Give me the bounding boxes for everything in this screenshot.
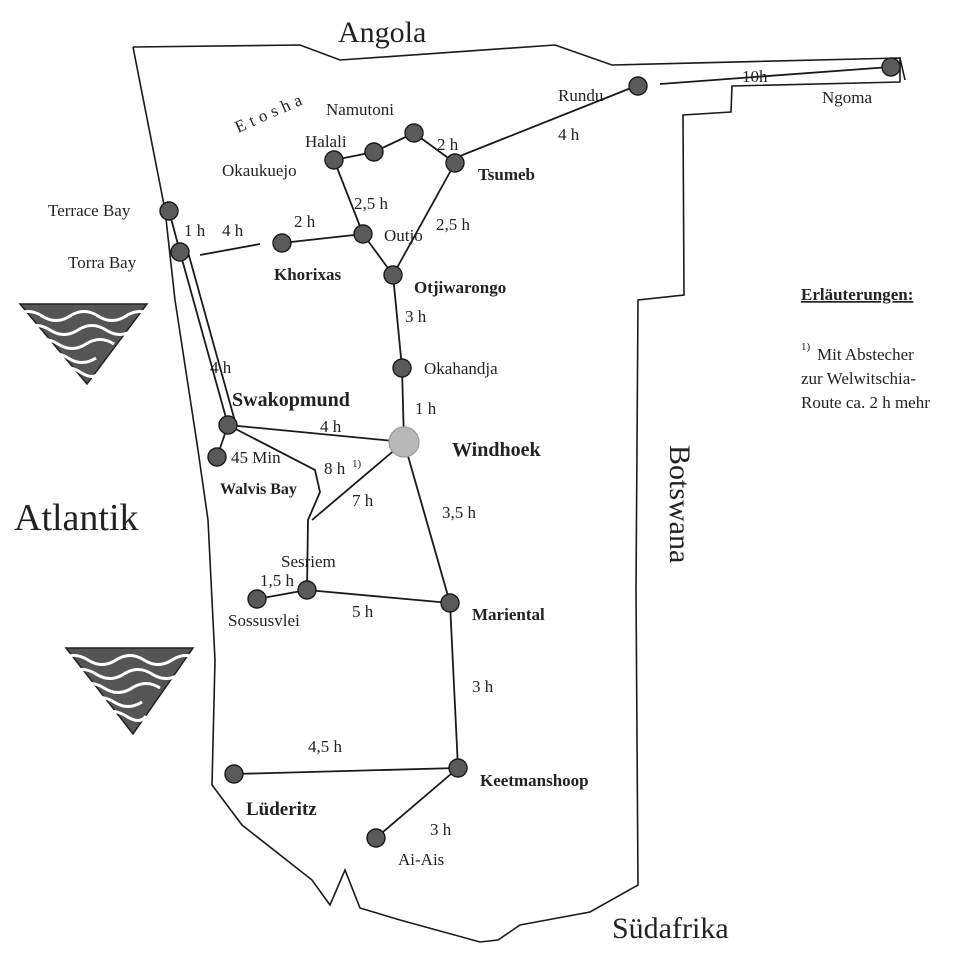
marker-tsumeb[interactable] xyxy=(445,153,465,173)
road-windhoek-sesriem xyxy=(311,441,405,521)
time-swakopmund-windhoek: 4 h xyxy=(320,417,342,436)
marker-okahandja[interactable] xyxy=(392,358,412,378)
time-torra-swakopmund: 4 h xyxy=(210,358,232,377)
legend: Erläuterungen: 1) Mit Abstecher zur Welw… xyxy=(801,285,930,412)
marker-walvis-bay[interactable] xyxy=(207,447,227,467)
time-walvis-sesriem-note: 1) xyxy=(352,458,362,470)
region-label-etosha: Etosha xyxy=(232,88,309,136)
legend-line-2: zur Welwitschia- xyxy=(801,369,916,388)
legend-line-1: Mit Abstecher xyxy=(817,345,914,364)
town-label-sossusvlei: Sossusvlei xyxy=(228,611,300,630)
road-tsumeb-rundu xyxy=(454,85,637,159)
road-torra-khorixas xyxy=(199,243,261,256)
ngoma-border-tick xyxy=(899,57,906,81)
marker-khorixas[interactable] xyxy=(272,233,292,253)
time-luederitz-keetmanshoop: 4,5 h xyxy=(308,737,343,756)
road-okaukuejo-outjo xyxy=(333,159,364,235)
time-khorixas-outjo: 2 h xyxy=(294,212,316,231)
marker-halali[interactable] xyxy=(364,142,384,162)
town-label-terrace-bay: Terrace Bay xyxy=(48,201,131,220)
marker-sesriem[interactable] xyxy=(297,580,317,600)
ocean-wave-icon xyxy=(59,647,201,736)
marker-terrace-bay[interactable] xyxy=(159,201,179,221)
town-label-okahandja: Okahandja xyxy=(424,359,498,378)
town-label-windhoek: Windhoek xyxy=(452,439,541,461)
time-swakopmund-walvis: 45 Min xyxy=(231,448,281,467)
marker-namutoni[interactable] xyxy=(404,123,424,143)
marker-outjo[interactable] xyxy=(353,224,373,244)
time-okahandja-windhoek: 1 h xyxy=(415,399,437,418)
road-walvis-sesriem xyxy=(227,424,321,591)
time-walvis-sesriem: 8 h xyxy=(324,459,346,478)
town-label-swakopmund: Swakopmund xyxy=(232,389,350,411)
town-label-keetmanshoop: Keetmanshoop xyxy=(480,771,589,790)
time-windhoek-mariental: 3,5 h xyxy=(442,503,477,522)
time-sesriem-mariental: 5 h xyxy=(352,602,374,621)
time-namutoni-tsumeb: 2 h xyxy=(437,135,459,154)
town-label-okaukuejo: Okaukuejo xyxy=(222,161,297,180)
legend-line-3: Route ca. 2 h mehr xyxy=(801,393,930,412)
time-otjiwarongo-okahandja: 3 h xyxy=(405,307,427,326)
road-torra-swakopmund-a xyxy=(179,251,229,426)
town-label-outjo: Outjo xyxy=(384,226,423,245)
road-luederitz-keetmanshoop xyxy=(233,767,459,775)
road-tsumeb-otjiwarongo xyxy=(392,162,456,276)
road-keetmanshoop-aiais xyxy=(375,767,459,839)
time-sesriem-sossusvlei: 1,5 h xyxy=(260,571,295,590)
legend-title: Erläuterungen: xyxy=(801,285,913,304)
legend-note-mark: 1) xyxy=(801,341,811,353)
ocean-wave-icon xyxy=(13,303,155,386)
marker-ai-ais[interactable] xyxy=(366,828,386,848)
road-sesriem-mariental xyxy=(306,589,451,604)
road-rundu-ngoma xyxy=(659,66,891,85)
time-mariental-keetmanshoop: 3 h xyxy=(472,677,494,696)
town-label-ai-ais: Ai-Ais xyxy=(398,850,444,869)
road-mariental-keetmanshoop xyxy=(449,602,459,769)
time-okaukuejo-outjo: 2,5 h xyxy=(354,194,389,213)
town-label-torra-bay: Torra Bay xyxy=(68,253,137,272)
ocean-label-atlantik: Atlantik xyxy=(14,497,139,539)
town-label-halali: Halali xyxy=(305,132,347,151)
town-label-tsumeb: Tsumeb xyxy=(478,165,535,184)
time-windhoek-sesriem: 7 h xyxy=(352,491,374,510)
marker-sossusvlei[interactable] xyxy=(247,589,267,609)
time-tsumeb-otjiwarongo: 2,5 h xyxy=(436,215,471,234)
road-windhoek-mariental xyxy=(403,441,451,604)
town-label-walvis-bay: Walvis Bay xyxy=(220,481,297,498)
country-label-angola: Angola xyxy=(338,16,426,49)
town-label-luederitz: Lüderitz xyxy=(246,799,317,820)
marker-ngoma[interactable] xyxy=(881,57,901,77)
town-label-otjiwarongo: Otjiwarongo xyxy=(414,278,506,297)
country-label-suedafrika: Südafrika xyxy=(612,912,729,945)
town-label-ngoma: Ngoma xyxy=(822,88,873,107)
marker-otjiwarongo[interactable] xyxy=(383,265,403,285)
town-label-khorixas: Khorixas xyxy=(274,265,341,284)
marker-torra-bay[interactable] xyxy=(170,242,190,262)
town-label-mariental: Mariental xyxy=(472,605,545,624)
time-keetmanshoop-aiais: 3 h xyxy=(430,820,452,839)
town-label-rundu: Rundu xyxy=(558,86,604,105)
marker-swakopmund[interactable] xyxy=(218,415,238,435)
marker-okaukuejo[interactable] xyxy=(324,150,344,170)
country-label-botswana: Botswana xyxy=(663,445,696,563)
town-label-sesriem: Sesriem xyxy=(281,552,336,571)
road-torra-swakopmund-b xyxy=(187,251,237,426)
time-terrace-torra: 1 h xyxy=(184,221,206,240)
road-swakopmund-windhoek xyxy=(227,424,405,443)
marker-luederitz[interactable] xyxy=(224,764,244,784)
marker-windhoek[interactable] xyxy=(388,426,420,458)
road-khorixas-outjo xyxy=(281,233,364,244)
town-markers xyxy=(159,57,901,848)
marker-rundu[interactable] xyxy=(628,76,648,96)
road-otjiwarongo-okahandja xyxy=(392,274,403,369)
time-tsumeb-rundu: 4 h xyxy=(558,125,580,144)
time-torra-khorixas: 4 h xyxy=(222,221,244,240)
time-rundu-ngoma: 10h xyxy=(742,67,768,86)
marker-mariental[interactable] xyxy=(440,593,460,613)
town-label-namutoni: Namutoni xyxy=(326,100,394,119)
marker-keetmanshoop[interactable] xyxy=(448,758,468,778)
